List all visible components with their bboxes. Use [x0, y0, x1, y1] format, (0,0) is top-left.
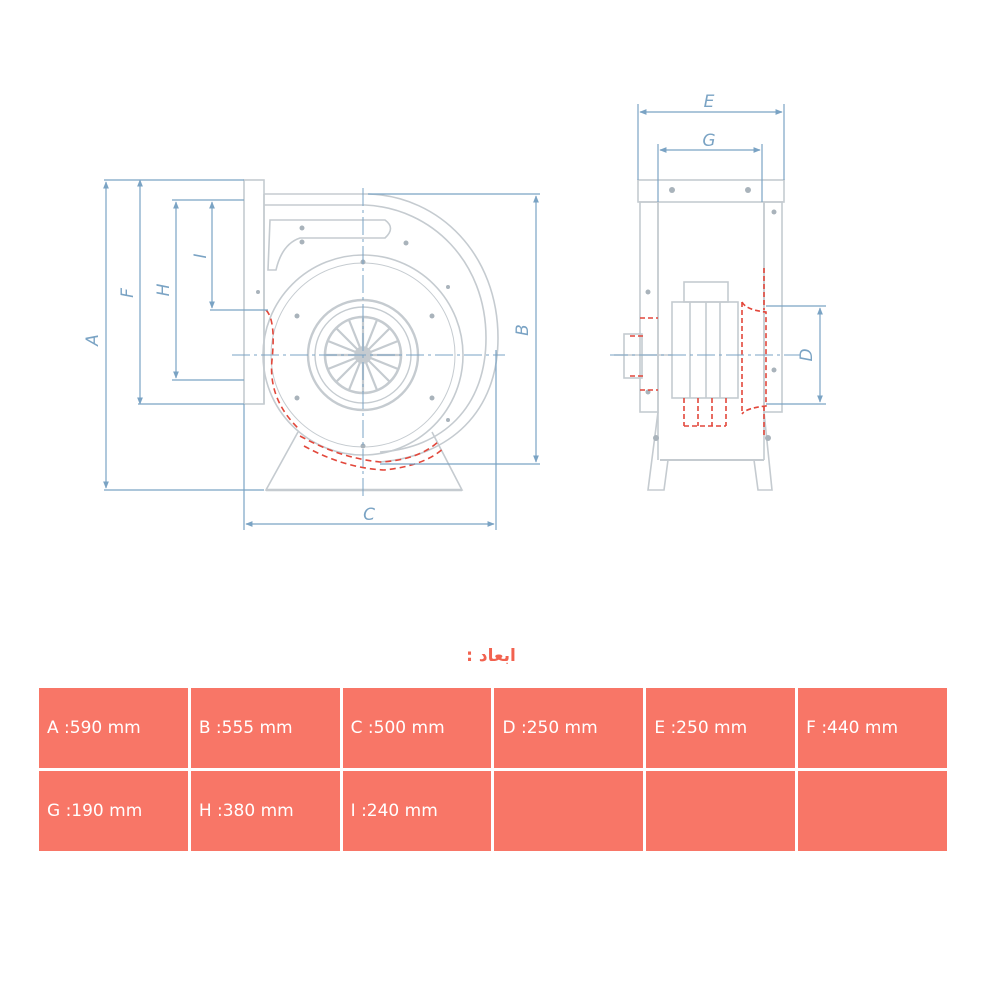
dim-label-g: G — [702, 131, 715, 151]
dim-label-b: B — [513, 324, 533, 336]
side-top-flange — [637, 179, 785, 203]
table-cell: I :240 mm — [342, 771, 492, 851]
side-hidden-lines — [630, 268, 767, 436]
outlet-flange — [243, 179, 265, 405]
dimensions-table: A :590 mm B :555 mm C :500 mm D :250 mm … — [36, 685, 950, 854]
front-centerlines — [232, 188, 505, 500]
table-cell: D :250 mm — [494, 688, 644, 768]
table-cell: A :590 mm — [39, 688, 188, 768]
motor-body — [671, 301, 739, 399]
table-row: G :190 mm H :380 mm I :240 mm — [39, 771, 947, 851]
side-view — [614, 179, 785, 491]
table-cell: B :555 mm — [190, 688, 340, 768]
housing-slot — [267, 219, 392, 271]
front-hidden-lines — [265, 309, 445, 471]
motor-cap — [683, 281, 729, 303]
scroll-housing-inner — [264, 204, 487, 453]
table-cell — [494, 771, 644, 851]
front-base — [264, 431, 464, 491]
inlet-hub — [623, 333, 643, 379]
table-cell: G :190 mm — [39, 771, 188, 851]
table-cell: C :500 mm — [342, 688, 492, 768]
dimension-lines — [103, 104, 826, 530]
table-cell: F :440 mm — [798, 688, 947, 768]
dim-label-d: D — [797, 348, 817, 361]
scroll-housing — [264, 193, 499, 463]
front-view — [243, 179, 499, 492]
dim-label-f: F — [118, 288, 138, 298]
table-row: A :590 mm B :555 mm C :500 mm D :250 mm … — [39, 688, 947, 768]
dimensions-heading: ابعاد : — [466, 646, 516, 666]
dim-label-h: H — [154, 283, 174, 296]
table-cell: H :380 mm — [190, 771, 340, 851]
dim-label-c: C — [363, 505, 375, 525]
dim-label-e: E — [704, 92, 715, 112]
table-cell: E :250 mm — [646, 688, 796, 768]
technical-drawing: A F H I B C E G D — [83, 92, 826, 530]
dim-label-i: I — [191, 253, 211, 258]
bolts — [256, 225, 450, 449]
dim-label-a: A — [83, 334, 103, 347]
table-cell — [798, 771, 947, 851]
side-base — [647, 411, 773, 491]
table-cell — [646, 771, 796, 851]
